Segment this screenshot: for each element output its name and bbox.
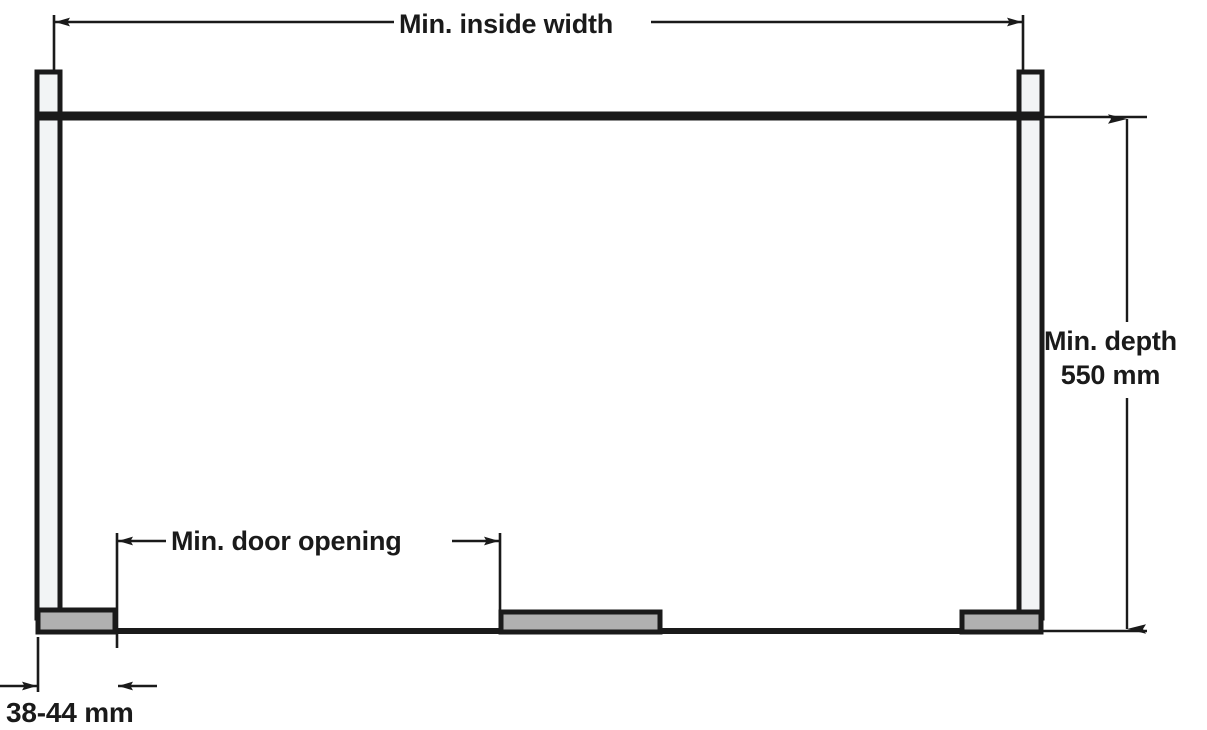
dimension-panel-thickness: [0, 637, 157, 692]
dimension-min-inside-width: [52, 15, 1025, 74]
label-min-depth: Min. depth 550 mm: [1044, 324, 1177, 392]
label-min-inside-width: Min. inside width: [399, 9, 614, 39]
top-shelf-rail: [39, 111, 1041, 121]
base-block-left: [35, 607, 118, 635]
label-min-depth-line1: Min. depth: [1044, 326, 1177, 356]
left-side-panel: [34, 69, 63, 621]
right-side-panel: [1016, 69, 1045, 621]
dimension-min-depth: [1040, 114, 1147, 634]
base-block-right: [959, 609, 1044, 635]
base-block-center: [498, 609, 663, 635]
label-min-door-opening: Min. door opening: [171, 526, 402, 556]
dimension-min-door-opening: [115, 533, 502, 648]
label-min-depth-line2: 550 mm: [1060, 360, 1161, 390]
label-panel-thickness: 38-44 mm: [6, 697, 134, 728]
